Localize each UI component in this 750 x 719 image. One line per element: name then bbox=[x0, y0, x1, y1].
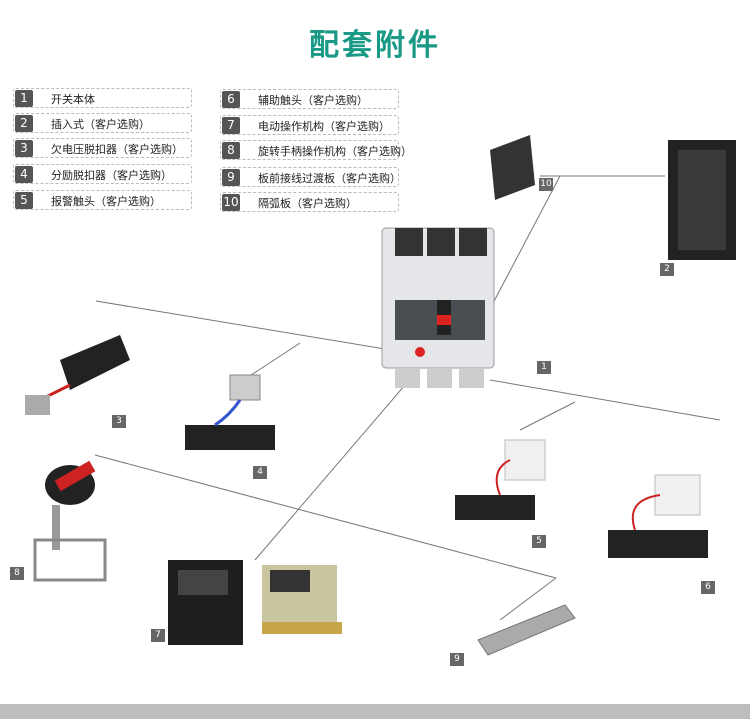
legend-number: 5 bbox=[15, 192, 33, 209]
connector-line bbox=[519, 401, 576, 431]
callout-4: 4 bbox=[253, 466, 267, 479]
legend-number: 2 bbox=[15, 115, 33, 132]
legend-label: 辅助触头（客户选购） bbox=[258, 94, 368, 107]
transition-plate-image bbox=[477, 604, 576, 656]
legend-item: 10 隔弧板（客户选购） bbox=[220, 192, 399, 212]
legend-label: 分励脱扣器（客户选购） bbox=[51, 169, 172, 182]
rotary-handle-image bbox=[33, 460, 107, 582]
connector-line bbox=[94, 454, 557, 579]
legend-label: 旋转手柄操作机构（客户选购） bbox=[258, 145, 412, 158]
legend-item: 1 开关本体 bbox=[13, 88, 192, 108]
legend-number: 7 bbox=[222, 117, 240, 134]
plug-in-base-image bbox=[668, 140, 736, 260]
callout-3: 3 bbox=[112, 415, 126, 428]
undervoltage-release-image bbox=[25, 335, 130, 415]
callout-1: 1 bbox=[537, 361, 551, 374]
legend-number: 8 bbox=[222, 142, 240, 159]
callout-6: 6 bbox=[701, 581, 715, 594]
legend-label: 板前接线过渡板（客户选购） bbox=[258, 172, 401, 185]
legend-label: 电动操作机构（客户选购） bbox=[258, 120, 390, 133]
callout-2: 2 bbox=[660, 263, 674, 276]
arc-barrier-image bbox=[490, 135, 535, 200]
legend-label: 插入式（客户选购） bbox=[51, 118, 150, 131]
callout-8: 8 bbox=[10, 567, 24, 580]
legend-item: 2 插入式（客户选购） bbox=[13, 113, 192, 133]
connector-line bbox=[489, 379, 721, 421]
legend-item: 7 电动操作机构（客户选购） bbox=[220, 115, 399, 135]
callout-5: 5 bbox=[532, 535, 546, 548]
shunt-release-image bbox=[185, 374, 275, 450]
legend-number: 6 bbox=[222, 91, 240, 108]
legend-number: 9 bbox=[222, 169, 240, 186]
legend-label: 开关本体 bbox=[51, 93, 95, 106]
alarm-contact-image bbox=[455, 439, 546, 520]
auxiliary-contact-image bbox=[608, 474, 708, 558]
connector-line bbox=[491, 175, 561, 306]
circuit-breaker-image bbox=[381, 227, 495, 388]
legend-item: 8 旋转手柄操作机构（客户选购） bbox=[220, 140, 412, 160]
legend-item: 4 分励脱扣器（客户选购） bbox=[13, 164, 192, 184]
connector-line bbox=[499, 577, 557, 621]
legend-label: 隔弧板（客户选购） bbox=[258, 197, 357, 210]
legend-number: 3 bbox=[15, 140, 33, 157]
legend-item: 3 欠电压脱扣器（客户选购） bbox=[13, 138, 192, 158]
callout-10: 10 bbox=[539, 178, 553, 191]
legend-item: 5 报警触头（客户选购） bbox=[13, 190, 192, 210]
legend-label: 报警触头（客户选购） bbox=[51, 195, 161, 208]
legend-number: 1 bbox=[15, 90, 33, 107]
page-title: 配套附件 bbox=[309, 28, 441, 63]
connector-line bbox=[95, 300, 386, 350]
legend-number: 10 bbox=[222, 194, 240, 211]
legend-label: 欠电压脱扣器（客户选购） bbox=[51, 143, 183, 156]
legend-item: 9 板前接线过渡板（客户选购） bbox=[220, 167, 401, 187]
footer-bar bbox=[0, 704, 750, 719]
legend-item: 6 辅助触头（客户选购） bbox=[220, 89, 399, 109]
connector-line bbox=[254, 384, 406, 561]
motor-operator-image bbox=[168, 560, 342, 645]
legend-number: 4 bbox=[15, 166, 33, 183]
callout-7: 7 bbox=[151, 629, 165, 642]
callout-9: 9 bbox=[450, 653, 464, 666]
